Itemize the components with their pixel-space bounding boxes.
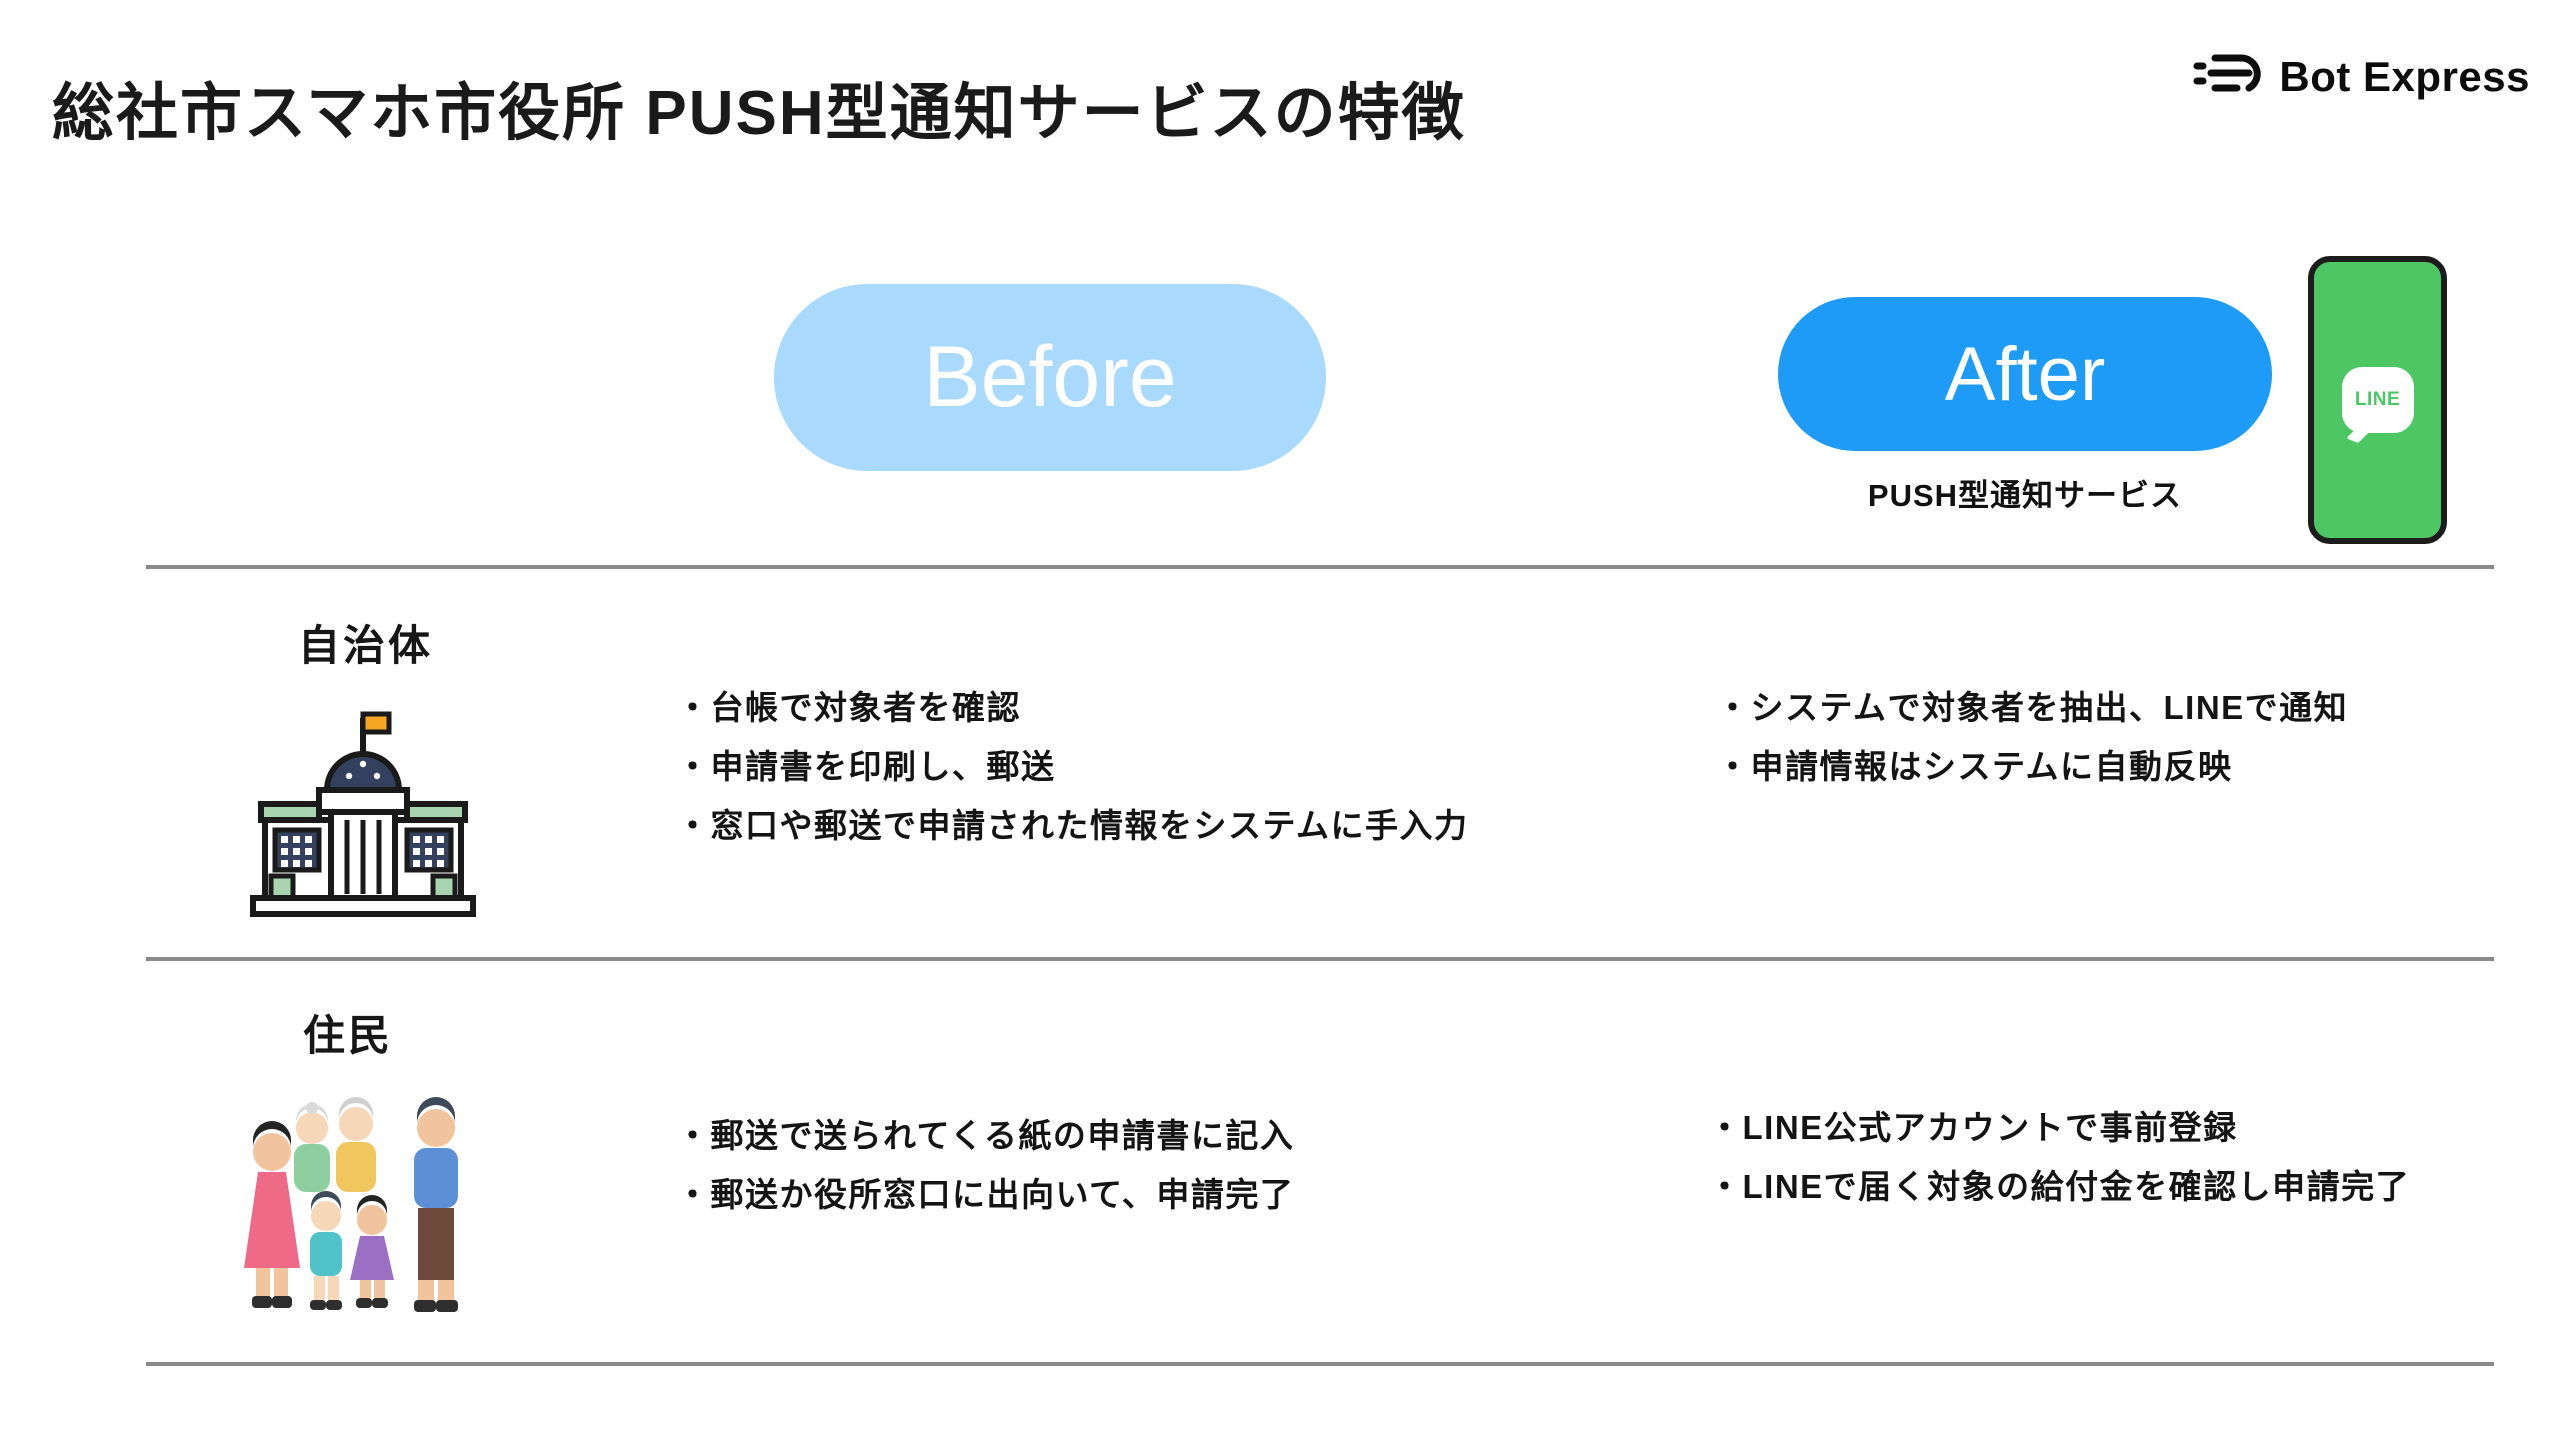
- divider-top: [146, 565, 2494, 569]
- before-pill: Before: [774, 284, 1326, 471]
- residents-after-list: ・LINE公式アカウントで事前登録 ・LINEで届く対象の給付金を確認し申請完了: [1708, 1098, 2410, 1216]
- row-label-municipality: 自治体: [298, 622, 434, 669]
- brand-text: Bot Express: [2279, 52, 2530, 100]
- family-icon: [232, 1076, 488, 1324]
- bullet-item: ・台帳で対象者を確認: [676, 689, 1021, 726]
- divider-bottom: [146, 1362, 2494, 1366]
- municipality-before-list: ・台帳で対象者を確認 ・申請書を印刷し、郵送 ・窓口や郵送で申請された情報をシス…: [676, 678, 1469, 855]
- before-label: Before: [923, 329, 1177, 425]
- bullet-item: ・システムで対象者を抽出、LINEで通知: [1716, 689, 2349, 726]
- government-building-icon: [227, 686, 499, 922]
- bullet-item: ・LINE公式アカウントで事前登録: [1708, 1109, 2238, 1146]
- bot-express-icon: [2193, 48, 2265, 105]
- after-subtitle: PUSH型通知サービス: [1867, 478, 2183, 513]
- line-label: LINE: [2354, 389, 2401, 410]
- divider-middle: [146, 957, 2494, 961]
- residents-before-list: ・郵送で送られてくる紙の申請書に記入 ・郵送か役所窓口に出向いて、申請完了: [676, 1106, 1294, 1224]
- bullet-item: ・LINEで届く対象の給付金を確認し申請完了: [1708, 1168, 2411, 1205]
- bullet-item: ・郵送で送られてくる紙の申請書に記入: [676, 1117, 1295, 1154]
- after-pill: After: [1778, 297, 2272, 451]
- line-speech-bubble-icon: LINE: [2341, 367, 2414, 433]
- bullet-item: ・申請情報はシステムに自動反映: [1716, 748, 2233, 785]
- bullet-item: ・申請書を印刷し、郵送: [676, 748, 1056, 785]
- line-phone-icon: LINE: [2308, 256, 2447, 544]
- brand-logo: Bot Express: [2193, 48, 2530, 105]
- row-label-residents: 住民: [303, 1012, 394, 1059]
- municipality-after-list: ・システムで対象者を抽出、LINEで通知 ・申請情報はシステムに自動反映: [1716, 678, 2348, 796]
- page-title: 総社市スマホ市役所 PUSH型通知サービスの特徴: [52, 79, 1466, 148]
- after-label: After: [1944, 331, 2106, 417]
- bullet-item: ・郵送か役所窓口に出向いて、申請完了: [676, 1176, 1295, 1213]
- bullet-item: ・窓口や郵送で申請された情報をシステムに手入力: [676, 807, 1469, 844]
